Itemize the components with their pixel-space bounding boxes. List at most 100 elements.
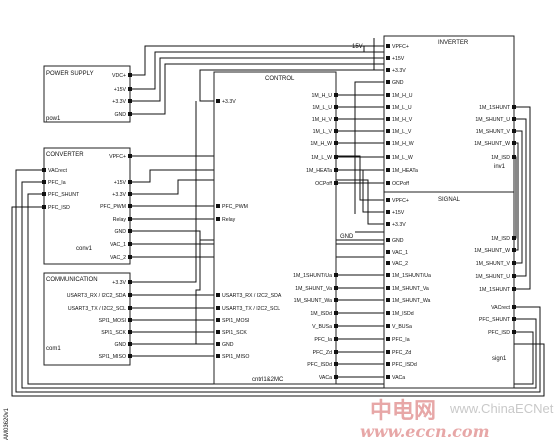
pin-marker <box>128 306 132 310</box>
pin-label: VACa <box>319 375 332 381</box>
pin-label: 1M_H_U <box>312 93 333 99</box>
pin-marker <box>512 305 516 309</box>
pin-marker <box>128 242 132 246</box>
signal-block <box>383 191 515 389</box>
pin-label: 1M_ISD <box>491 236 510 242</box>
pin-marker <box>386 141 390 145</box>
pin-marker <box>128 112 132 116</box>
pin-label: +3.3V <box>392 68 406 74</box>
pin-label: 1M_ISD <box>491 155 510 161</box>
pin-marker <box>334 362 338 366</box>
pin-marker <box>128 217 132 221</box>
pin-label: 1M_H_U <box>392 93 413 99</box>
pin-label: +3.3V <box>112 280 126 286</box>
pin-label: PFC_SHUNT <box>48 192 80 198</box>
pin-label: GND <box>114 112 126 118</box>
pin-label: VAC_2 <box>110 255 126 261</box>
pin-marker <box>128 99 132 103</box>
control-ref: cntrl1&2MC <box>252 377 284 383</box>
pin-marker <box>216 342 220 346</box>
pin-label: VACrect <box>491 305 510 311</box>
pin-label: Relay <box>113 217 127 223</box>
pin-marker <box>512 287 516 291</box>
pin-marker <box>128 204 132 208</box>
pin-marker <box>334 93 338 97</box>
inverter-title: INVERTER <box>438 40 469 46</box>
pin-label: 1M_HEATa <box>392 168 418 174</box>
pin-label: PFC_PWM <box>222 204 248 210</box>
converter-title: CONVERTER <box>46 152 84 158</box>
pin-label: 1M_1SHUNT/Ua <box>293 273 332 279</box>
pin-marker <box>128 87 132 91</box>
pin-label: 1M_ISDd <box>310 311 332 317</box>
pin-marker <box>386 311 390 315</box>
pin-label: 1M_L_W <box>392 155 413 161</box>
pin-marker <box>386 117 390 121</box>
pin-label: 1M_SHUNT_W <box>474 141 510 147</box>
pin-marker <box>386 168 390 172</box>
power-supply-ref: pow1 <box>46 116 61 122</box>
pin-marker <box>386 298 390 302</box>
pin-label: OCPoff <box>392 181 409 187</box>
pin-marker <box>512 317 516 321</box>
pin-marker <box>386 105 390 109</box>
pin-marker <box>334 273 338 277</box>
signal-title: SIGNAL <box>438 197 461 203</box>
pin-marker <box>334 129 338 133</box>
inverter-ref: inv1 <box>494 164 506 170</box>
pin-label: VACa <box>392 375 405 381</box>
pin-label: 1M_H_V <box>392 117 413 123</box>
pin-marker <box>386 44 390 48</box>
pin-label: 1M_SHUNT_U <box>475 117 510 123</box>
pin-label: 1M_SHUNT_W <box>474 248 510 254</box>
pin-label: GND <box>392 80 404 86</box>
pin-marker <box>512 330 516 334</box>
pin-marker <box>216 293 220 297</box>
pin-marker <box>512 236 516 240</box>
pin-marker <box>512 141 516 145</box>
pin-marker <box>386 286 390 290</box>
pin-marker <box>386 375 390 379</box>
pin-label: +15V <box>114 87 127 93</box>
pin-marker <box>334 141 338 145</box>
pin-marker <box>334 181 338 185</box>
pin-label: PFC_ISD <box>488 330 510 336</box>
pin-marker <box>128 280 132 284</box>
pin-marker <box>386 56 390 60</box>
pin-marker <box>42 192 46 196</box>
watermark-url: www.eccn.com <box>360 422 490 441</box>
pin-label: OCPoff <box>315 181 332 187</box>
pin-label: PFC_Zd <box>392 350 411 356</box>
pin-marker <box>386 210 390 214</box>
pin-marker <box>512 274 516 278</box>
pin-label: 1M_L_U <box>392 105 412 111</box>
pin-marker <box>386 198 390 202</box>
pin-marker <box>42 168 46 172</box>
pin-marker <box>216 204 220 208</box>
pin-marker <box>334 350 338 354</box>
pin-marker <box>386 93 390 97</box>
pin-label: GND <box>392 238 404 244</box>
pin-label: SPI1_MISO <box>99 354 126 360</box>
control-title: CONTROL <box>265 76 295 82</box>
pin-label: 1M_SHUNT_U <box>475 274 510 280</box>
pin-label: 1M_H_W <box>310 141 332 147</box>
net-label-15v: 15V <box>352 44 363 50</box>
pin-label: SPI1_MOSI <box>99 318 126 324</box>
pin-marker <box>334 168 338 172</box>
pin-marker <box>42 180 46 184</box>
pin-marker <box>216 99 220 103</box>
pin-label: VPFC+ <box>392 44 409 50</box>
pin-marker <box>216 354 220 358</box>
pin-label: PFC_Ia <box>392 337 410 343</box>
watermark-site: www.ChinaECNet.com <box>449 401 554 416</box>
pin-label: USART3_RX / I2C2_SDA <box>222 293 282 299</box>
pin-label: 1M_L_U <box>312 105 332 111</box>
pin-label: PFC_Ia <box>48 180 66 186</box>
pin-marker <box>386 68 390 72</box>
pin-marker <box>334 311 338 315</box>
pin-marker <box>334 155 338 159</box>
pin-label: 1M_HEATa <box>306 168 332 174</box>
pin-marker <box>386 273 390 277</box>
